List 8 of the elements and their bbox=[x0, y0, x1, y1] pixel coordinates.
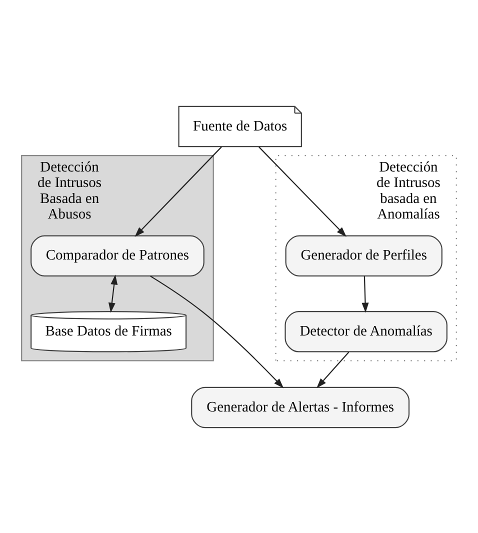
arrow bbox=[150, 275, 284, 388]
arrow bbox=[258, 146, 346, 236]
node-box: Detector de Anomalías bbox=[284, 310, 448, 352]
arrow bbox=[108, 274, 118, 312]
node-box: Generador de Perfiles bbox=[285, 234, 442, 276]
arrow bbox=[362, 276, 369, 312]
node-box: Comparador de Patrones bbox=[30, 234, 204, 276]
node-box: Generador de Alertas - Informes bbox=[191, 386, 410, 428]
